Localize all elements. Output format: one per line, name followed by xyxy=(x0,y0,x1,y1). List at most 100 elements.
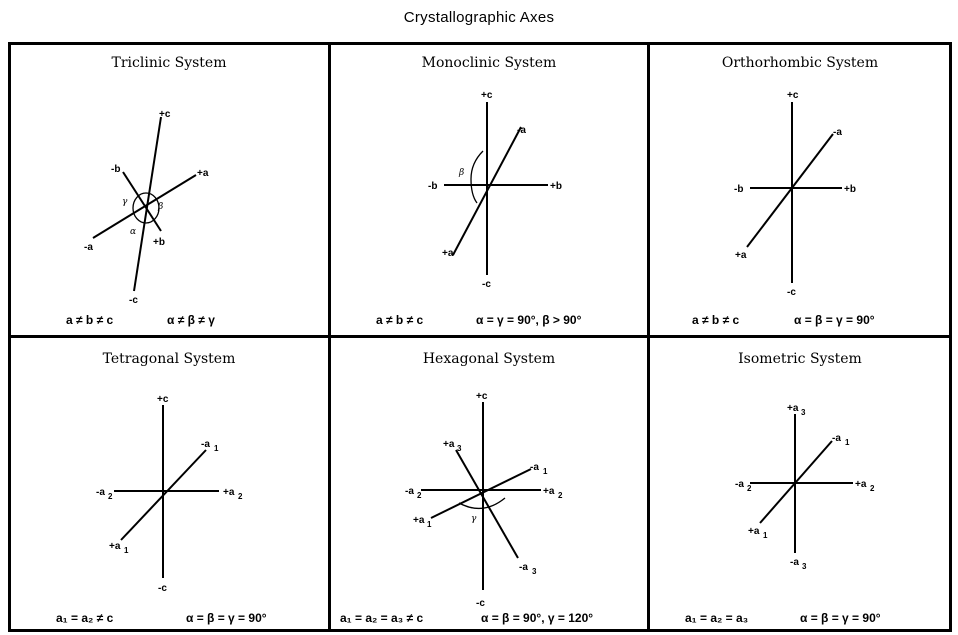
axis-label-minus-a1: -a xyxy=(832,433,841,444)
axis-label-minus-a3: -a xyxy=(790,557,799,568)
axis-label-minus-a: -a xyxy=(833,127,842,138)
page-title: Crystallographic Axes xyxy=(403,9,555,26)
panel-triclinic: Triclinic System +c -c +a -a +b -b γ β α… xyxy=(11,45,328,335)
angle-label-beta: β xyxy=(157,202,163,212)
b-axis-line xyxy=(122,171,162,232)
axis-label-minus-c: -c xyxy=(476,598,485,609)
panel-title: Orthorhombic System xyxy=(722,55,878,71)
axis-length-relation: a ≠ b ≠ c xyxy=(66,313,114,327)
panel-title: Isometric System xyxy=(738,351,862,367)
panel-title: Hexagonal System xyxy=(423,351,555,367)
axis-label-plus-c: +c xyxy=(157,394,169,405)
tetragonal-axes-diagram: Tetragonal System +c -c -a 1 +a 1 -a 2 +… xyxy=(56,351,267,625)
axis-label-plus-a: +a xyxy=(197,168,209,179)
axis-subscript: 2 xyxy=(238,492,243,501)
hexagonal-axes-diagram: Hexagonal System +c -c +a 3 -a 1 -a 2 +a… xyxy=(340,351,593,625)
axis-label-plus-b: +b xyxy=(550,181,562,192)
a-axis-line xyxy=(452,126,522,256)
axis-label-minus-a2: -a xyxy=(405,486,414,497)
axis-subscript: 2 xyxy=(558,491,563,500)
a1-axis-line xyxy=(120,449,207,541)
axis-subscript: 1 xyxy=(543,467,548,476)
axis-length-relation: a₁ = a₂ = a₃ xyxy=(685,611,748,625)
axis-label-plus-c: +c xyxy=(476,391,488,402)
axis-label-minus-a1: -a xyxy=(530,462,539,473)
axis-subscript: 3 xyxy=(457,444,462,453)
panel-isometric: Isometric System +a 3 -a 3 -a 1 +a 1 -a … xyxy=(650,338,949,632)
angle-arc xyxy=(470,150,484,204)
axis-label-plus-a1: +a xyxy=(413,515,425,526)
axis-label-plus-a2: +a xyxy=(855,479,867,490)
axis-label-minus-b: -b xyxy=(734,184,743,195)
axis-subscript: 2 xyxy=(870,484,875,493)
axis-subscript: 2 xyxy=(108,492,113,501)
axis-angle-relation: α = β = γ = 90° xyxy=(794,313,875,327)
axis-label-plus-a2: +a xyxy=(223,487,235,498)
angle-arc xyxy=(132,192,160,224)
orthorhombic-axes-diagram: Orthorhombic System +c -c -a +a -b +b a … xyxy=(692,55,878,327)
axis-angle-relation: α = β = 90°, γ = 120° xyxy=(481,611,593,625)
axis-label-minus-c: -c xyxy=(129,295,138,306)
axis-angle-relation: α = γ = 90°, β > 90° xyxy=(476,313,582,327)
axis-label-plus-b: +b xyxy=(844,184,856,195)
triclinic-axes-diagram: Triclinic System +c -c +a -a +b -b γ β α… xyxy=(66,55,227,327)
axis-label-plus-a: +a xyxy=(442,248,454,259)
axis-subscript: 2 xyxy=(417,491,422,500)
axis-label-minus-a: -a xyxy=(517,125,526,136)
axis-label-minus-c: -c xyxy=(158,583,167,594)
axis-angle-relation: α ≠ β ≠ γ xyxy=(167,313,215,327)
angle-label-beta: β xyxy=(458,168,464,178)
axis-length-relation: a ≠ b ≠ c xyxy=(376,313,424,327)
axis-label-minus-a2: -a xyxy=(96,487,105,498)
angle-label-gamma: γ xyxy=(122,197,128,207)
axis-label-plus-b: +b xyxy=(153,237,165,248)
axis-subscript: 3 xyxy=(802,562,807,571)
a-axis-line xyxy=(746,133,834,248)
axis-length-relation: a₁ = a₂ ≠ c xyxy=(56,611,114,625)
axis-label-minus-a3: -a xyxy=(519,562,528,573)
axis-label-minus-b: -b xyxy=(111,164,120,175)
axis-subscript: 3 xyxy=(801,408,806,417)
axis-angle-relation: α = β = γ = 90° xyxy=(800,611,881,625)
axis-subscript: 2 xyxy=(747,484,752,493)
axis-subscript: 1 xyxy=(214,444,219,453)
panel-title: Triclinic System xyxy=(112,55,227,71)
axis-label-minus-c: -c xyxy=(787,287,796,298)
a3-axis-line xyxy=(455,449,519,559)
axis-label-minus-a: -a xyxy=(84,242,93,253)
angle-label-alpha: α xyxy=(130,227,136,237)
panel-tetragonal: Tetragonal System +c -c -a 1 +a 1 -a 2 +… xyxy=(11,338,328,632)
crystal-systems-grid: Triclinic System +c -c +a -a +b -b γ β α… xyxy=(8,42,952,632)
axis-label-plus-a1: +a xyxy=(109,541,121,552)
panel-title: Monoclinic System xyxy=(422,55,557,71)
axis-subscript: 1 xyxy=(427,520,432,529)
monoclinic-axes-diagram: Monoclinic System +c -c -a +a -b +b β a … xyxy=(376,55,582,327)
axis-subscript: 3 xyxy=(532,567,537,576)
angle-label-gamma: γ xyxy=(471,514,477,524)
axis-label-plus-a: +a xyxy=(735,250,747,261)
axis-label-plus-c: +c xyxy=(159,109,171,120)
axis-label-minus-a1: -a xyxy=(201,439,210,450)
axis-label-plus-a3: +a xyxy=(787,403,799,414)
axis-label-plus-a2: +a xyxy=(543,486,555,497)
axis-label-minus-b: -b xyxy=(428,181,437,192)
a1-axis-line xyxy=(430,468,532,519)
panel-hexagonal: Hexagonal System +c -c +a 3 -a 1 -a 2 +a… xyxy=(331,338,647,632)
axis-label-minus-c: -c xyxy=(482,279,491,290)
axis-label-plus-a1: +a xyxy=(748,526,760,537)
axis-subscript: 1 xyxy=(845,438,850,447)
panel-title: Tetragonal System xyxy=(103,351,236,367)
axis-label-plus-a3: +a xyxy=(443,439,455,450)
axis-label-minus-a2: -a xyxy=(735,479,744,490)
isometric-axes-diagram: Isometric System +a 3 -a 3 -a 1 +a 1 -a … xyxy=(685,351,881,625)
axis-subscript: 1 xyxy=(124,546,129,555)
axis-angle-relation: α = β = γ = 90° xyxy=(186,611,267,625)
axis-length-relation: a₁ = a₂ = a₃ ≠ c xyxy=(340,611,423,625)
angle-arc xyxy=(458,497,506,510)
axis-length-relation: a ≠ b ≠ c xyxy=(692,313,740,327)
axis-label-plus-c: +c xyxy=(481,90,493,101)
grid-divider-horizontal xyxy=(11,335,949,338)
panel-orthorhombic: Orthorhombic System +c -c -a +a -b +b a … xyxy=(650,45,949,335)
axis-subscript: 1 xyxy=(763,531,768,540)
axis-label-plus-c: +c xyxy=(787,90,799,101)
